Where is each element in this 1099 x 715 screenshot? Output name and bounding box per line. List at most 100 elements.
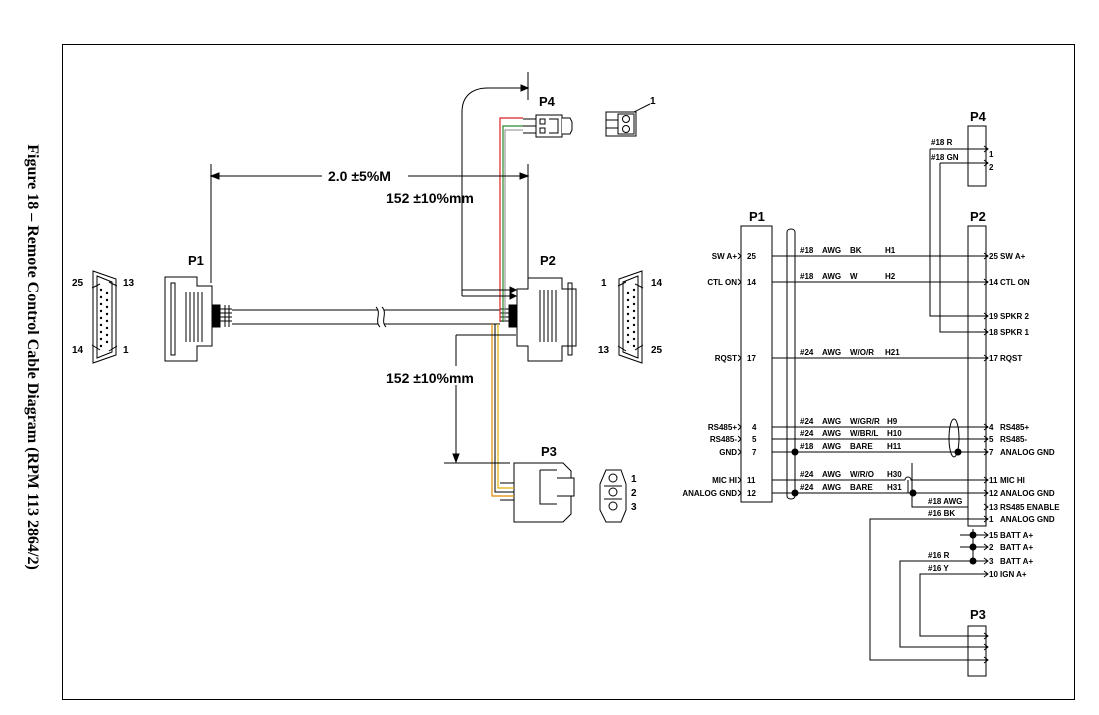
- schematic-p1-label: P1: [749, 209, 765, 224]
- wire-h11-awg: AWG: [822, 442, 841, 451]
- wire-h30-color: W/R/O: [850, 470, 874, 479]
- p1-pin-25: 25: [747, 252, 756, 261]
- p1-label: P1: [188, 253, 204, 268]
- wire-h31-awg: AWG: [822, 483, 841, 492]
- p2-backshell: [500, 277, 577, 362]
- wire-h10-awg: AWG: [822, 429, 841, 438]
- p1-pin-tr: 13: [123, 278, 135, 289]
- p2-pin-tl: 1: [601, 278, 607, 289]
- wire-h31-gauge: #24: [800, 483, 814, 492]
- svg-text:BATT A+: BATT A+: [1000, 531, 1033, 540]
- right-pin-5: 5 RS485-: [989, 435, 1027, 444]
- p1-pin-17: 17: [747, 354, 756, 363]
- svg-text:11: 11: [989, 476, 998, 485]
- wiring-schematic: [737, 125, 989, 677]
- p4-face: [605, 103, 651, 137]
- wire-h31-color: BARE: [850, 483, 873, 492]
- length-dimension: 2.0 ±5%M: [328, 168, 391, 184]
- wire-h21-id: H21: [885, 348, 900, 357]
- svg-text:CTL ON: CTL ON: [1000, 278, 1030, 287]
- p3-lead-dimension: 152 ±10%mm: [386, 370, 474, 386]
- left-label-ctl-on: CTL ON: [707, 278, 737, 287]
- svg-text:RS485-: RS485-: [1000, 435, 1027, 444]
- svg-text:1: 1: [989, 515, 994, 524]
- schematic-p2-label: P2: [970, 209, 986, 224]
- svg-text:MIC HI: MIC HI: [1000, 476, 1025, 485]
- wire-18awg: #18 AWG: [928, 497, 962, 506]
- p3-face: [599, 469, 627, 523]
- wire-h1-gauge: #18: [800, 246, 814, 255]
- p4-pin-1: 1: [989, 150, 994, 159]
- left-label-gnd: GND: [719, 448, 737, 457]
- left-label-rs485p: RS485+: [708, 423, 737, 432]
- svg-text:12: 12: [989, 489, 998, 498]
- svg-text:ANALOG GND: ANALOG GND: [1000, 515, 1055, 524]
- svg-text:17: 17: [989, 354, 998, 363]
- svg-text:SPKR 1: SPKR 1: [1000, 328, 1029, 337]
- svg-text:SW A+: SW A+: [1000, 252, 1026, 261]
- cable-assembly: [91, 72, 651, 523]
- wire-h1-color: BK: [850, 246, 862, 255]
- diagram-frame: [62, 44, 1075, 700]
- wire-h30-id: H30: [887, 470, 902, 479]
- cable-body: [232, 306, 500, 328]
- dimension-lines: [209, 72, 530, 464]
- svg-text:SPKR 2: SPKR 2: [1000, 312, 1029, 321]
- svg-text:10: 10: [989, 570, 998, 579]
- svg-text:7: 7: [989, 448, 994, 457]
- p2-label: P2: [540, 253, 556, 268]
- wire-h2-color: W: [850, 272, 858, 281]
- p4-plug: [523, 114, 573, 138]
- wire-h11-id: H11: [887, 442, 902, 451]
- schematic-p1-box: [740, 225, 773, 503]
- wire-h9-awg: AWG: [822, 417, 841, 426]
- schematic-labels: P1 P2 P4 P3 SW A+ CTL ON RQST RS485+ RS4…: [682, 109, 1060, 622]
- svg-text:5: 5: [989, 435, 994, 444]
- p3-pin-3: 3: [631, 502, 637, 513]
- p2-pin-tr: 14: [651, 278, 663, 289]
- wire-16y: #16 Y: [928, 564, 949, 573]
- p3-pin-1: 1: [631, 474, 637, 485]
- p3-label: P3: [541, 444, 557, 459]
- p1-pin-tl: 25: [72, 278, 84, 289]
- svg-text:ANALOG GND: ANALOG GND: [1000, 448, 1055, 457]
- p1-backshell: [164, 276, 232, 362]
- p1-pin-7: 7: [752, 448, 757, 457]
- p4-label: P4: [539, 94, 556, 109]
- wire-h21-gauge: #24: [800, 348, 814, 357]
- right-pin-1: 1 ANALOG GND: [989, 515, 1055, 524]
- cable-labels: P1 P2 P4 P3 25 13 14 1 1 14 13 25 1 1 2 …: [72, 94, 663, 513]
- left-label-sw-a: SW A+: [712, 252, 738, 261]
- p1-pin-11: 11: [747, 476, 756, 485]
- wire-h10-id: H10: [887, 429, 902, 438]
- svg-text:13: 13: [989, 503, 998, 512]
- wire-h9-color: W/GR/R: [850, 417, 880, 426]
- wire-16r: #16 R: [928, 551, 950, 560]
- svg-text:BATT A+: BATT A+: [1000, 543, 1033, 552]
- wire-h2-id: H2: [885, 272, 896, 281]
- left-label-rs485n: RS485-: [710, 435, 737, 444]
- p2-pin-bl: 13: [598, 345, 610, 356]
- p3-pin-2: 2: [631, 488, 637, 499]
- svg-text:15: 15: [989, 531, 998, 540]
- svg-text:IGN A+: IGN A+: [1000, 570, 1027, 579]
- wire-h21-color: W/O/R: [850, 348, 874, 357]
- wire-h11-gauge: #18: [800, 442, 814, 451]
- wire-h30-awg: AWG: [822, 470, 841, 479]
- svg-text:4: 4: [989, 423, 994, 432]
- svg-text:RQST: RQST: [1000, 354, 1022, 363]
- wire-h11-color: BARE: [850, 442, 873, 451]
- wire-h21-awg: AWG: [822, 348, 841, 357]
- svg-text:25: 25: [989, 252, 998, 261]
- wire-h31-id: H31: [887, 483, 902, 492]
